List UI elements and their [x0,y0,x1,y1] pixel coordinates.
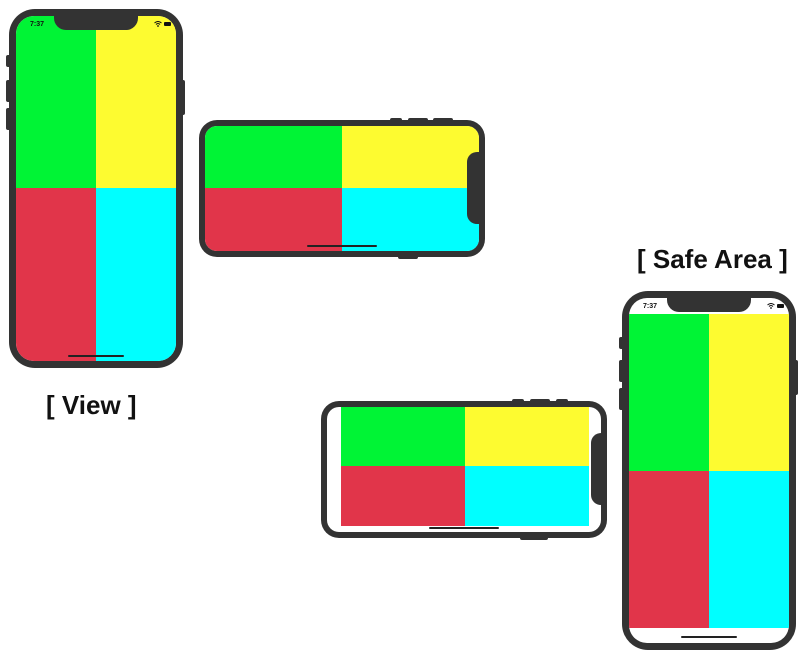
quadrant-bottom-left [205,188,342,251]
quadrant-bottom-left [629,471,709,628]
home-indicator [681,636,737,638]
quadrant-bottom-right [465,466,589,526]
quadrant-top-left [205,126,342,188]
volume-up-button [6,80,11,102]
home-indicator [307,245,377,247]
quadrant-top-right [342,126,479,188]
quadrant-top-right [709,314,789,471]
status-time: 7:37 [30,21,45,28]
battery-icon [164,22,171,26]
quadrant-bottom-right [709,471,789,628]
quadrant-top-left [341,407,465,466]
quadrant-bottom-left [341,466,465,526]
side-button [619,337,624,349]
wifi-icon [154,21,162,27]
quadrant-top-left [16,16,96,188]
wifi-icon [767,303,775,309]
status-time: 7:37 [643,303,658,310]
notch [667,297,751,312]
landscape-phone-view [199,120,485,257]
screen: 7:37 [629,298,789,643]
quadrant-bottom-right [342,188,479,251]
battery-icon [777,304,784,308]
volume-down-button [6,108,11,130]
volume-down-button [619,388,624,410]
home-indicator [429,527,499,529]
landscape-phone-safe-area [321,401,607,538]
screen [205,126,479,251]
notch [591,433,605,505]
quadrant-top-right [465,407,589,466]
caption-safe-area: [ Safe Area ] [637,244,788,274]
notch [54,15,138,30]
caption-view: [ View ] [46,390,137,420]
quadrant-bottom-left [16,188,96,361]
quadrant-top-left [629,314,709,471]
quadrant-bottom-right [96,188,176,361]
notch [467,152,481,224]
quadrant-top-right [96,16,176,188]
screen: 7:37 [16,16,176,361]
volume-up-button [619,360,624,382]
portrait-phone-view: 7:37 [9,9,183,368]
screen [327,407,601,532]
home-indicator [68,355,124,357]
portrait-phone-safe-area: 7:37 [622,291,796,650]
side-button [6,55,11,67]
